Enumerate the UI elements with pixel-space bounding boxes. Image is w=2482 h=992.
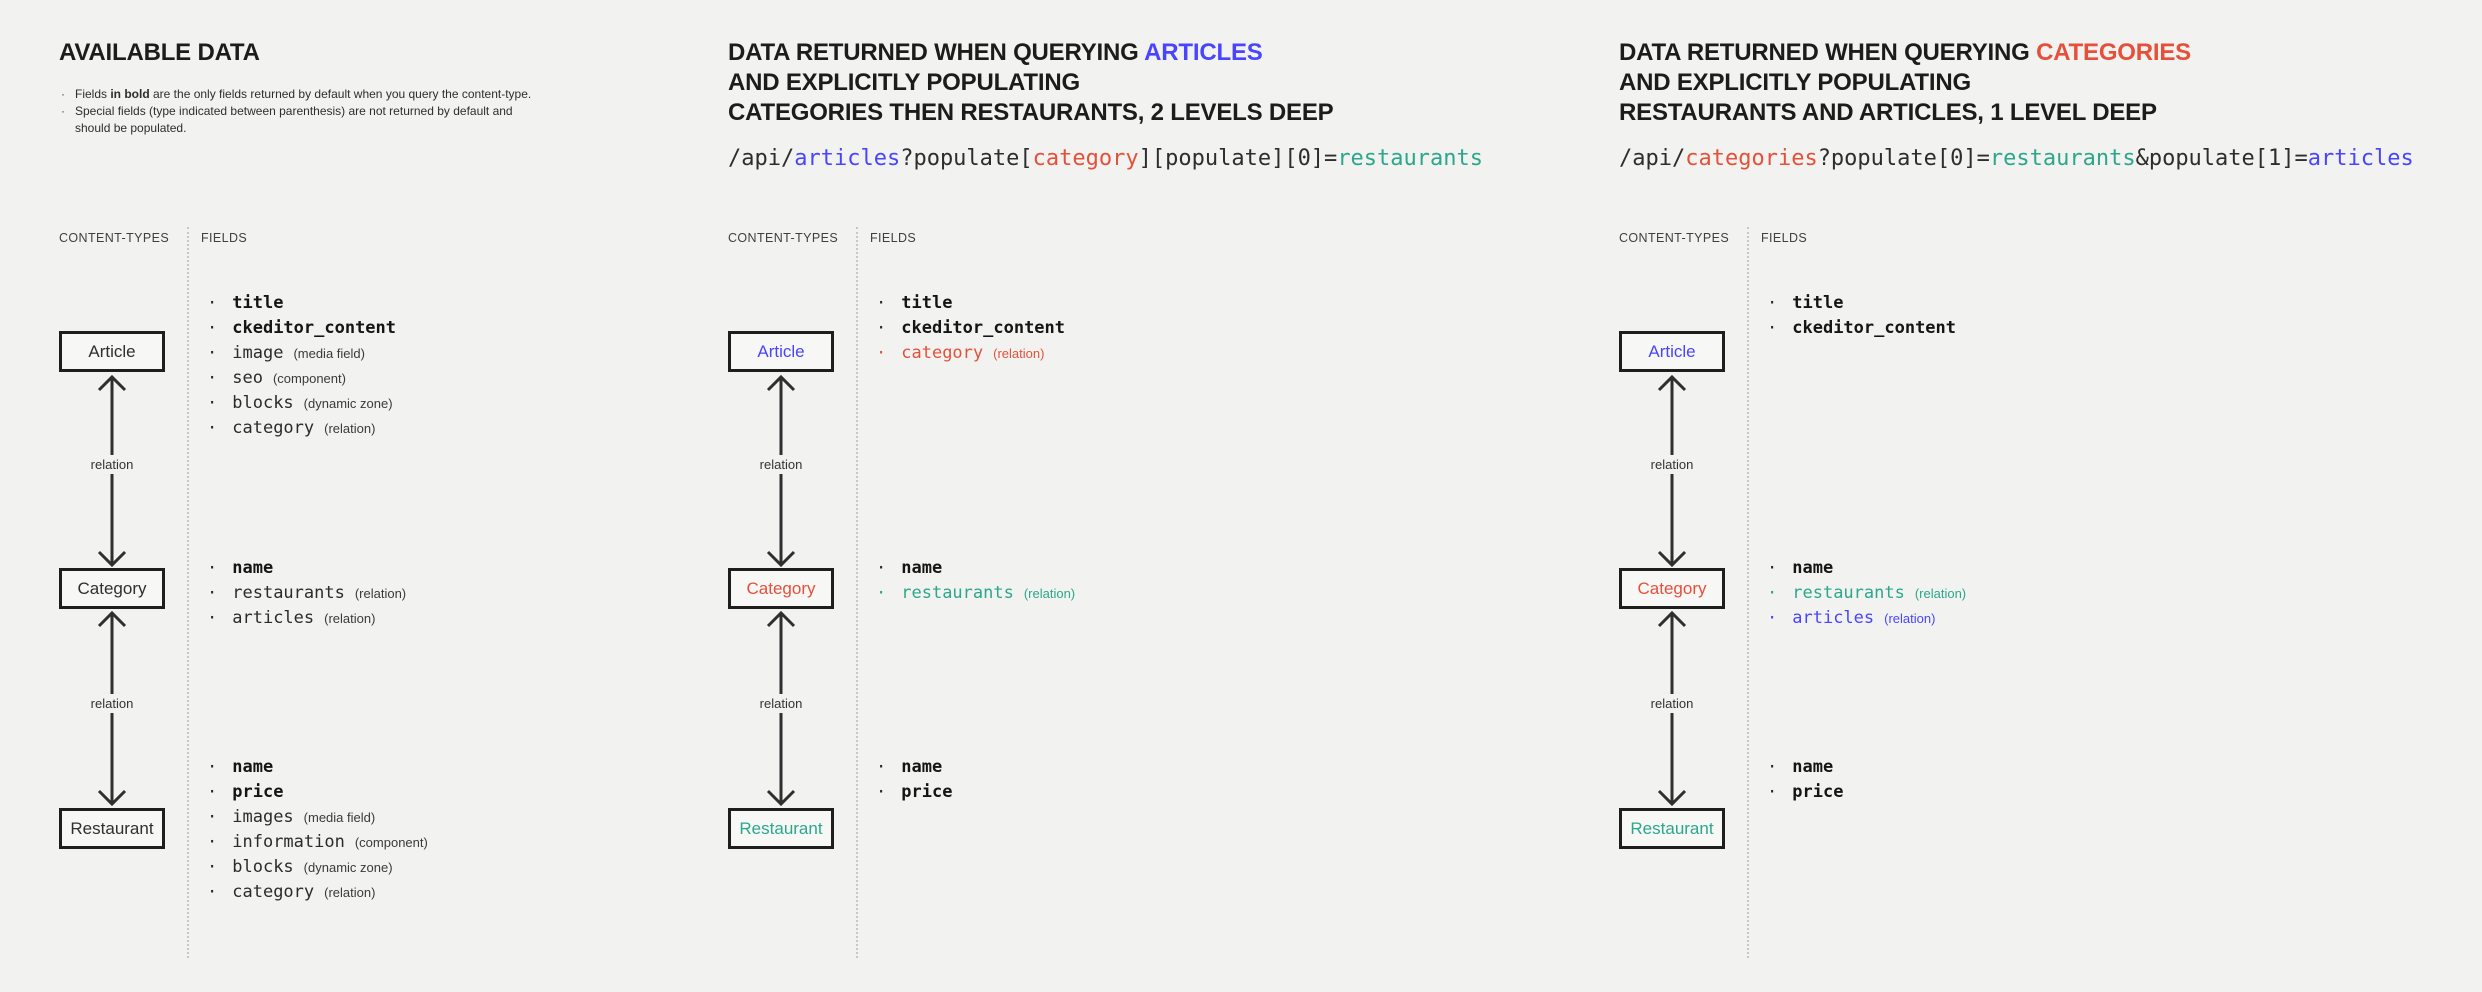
content-types-column-label: CONTENT-TYPES (1619, 231, 1730, 245)
panel-querying-categories: DATA RETURNED WHEN QUERYING CATEGORIES A… (1619, 0, 2414, 992)
field-item: name (1767, 755, 1853, 780)
field-item: name (207, 755, 428, 780)
category-fields-list: name restaurants(relation) articles(rela… (1767, 556, 1966, 631)
restaurant-fields-list: name price images(media field) informati… (207, 755, 428, 905)
notes-list: · Fields in bold are the only fields ret… (61, 86, 547, 137)
article-box-label: Article (757, 341, 805, 361)
field-item: price (207, 780, 428, 805)
bullet-icon: · (61, 104, 65, 118)
relation-label: relation (753, 694, 809, 713)
field-item: blocks(dynamic zone) (207, 391, 406, 416)
relation-label: relation (1644, 455, 1700, 474)
field-item: name (1767, 556, 1966, 581)
api-query-path: /api/categories?populate[0]=restaurants&… (1619, 146, 2414, 171)
api-query-path: /api/articles?populate[category][populat… (728, 146, 1484, 171)
panel-title: DATA RETURNED WHEN QUERYING ARTICLES AND… (728, 38, 1334, 128)
restaurant-fields-list: name price (1767, 755, 1853, 805)
field-item: restaurants(relation) (1767, 581, 1966, 606)
relation-label: relation (84, 455, 140, 474)
field-item: ckeditor_content (207, 316, 406, 341)
dotted-separator (1747, 227, 1749, 958)
field-item: images(media field) (207, 805, 428, 830)
article-box-label: Article (1648, 341, 1696, 361)
article-fields-list: title ckeditor_content image(media field… (207, 291, 406, 441)
note-item: · Special fields (type indicated between… (61, 103, 547, 137)
category-box: Category (59, 568, 165, 609)
panel-available-data: AVAILABLE DATA · Fields in bold are the … (59, 0, 759, 992)
article-fields-list: title ckeditor_content category(relation… (876, 291, 1075, 366)
field-item: restaurants(relation) (207, 581, 406, 606)
bullet-icon: · (61, 87, 65, 101)
restaurant-box-label: Restaurant (70, 818, 154, 838)
field-item: image(media field) (207, 341, 406, 366)
field-item: restaurants(relation) (876, 581, 1075, 606)
panel-title: DATA RETURNED WHEN QUERYING CATEGORIES A… (1619, 38, 2191, 128)
field-item: information(component) (207, 830, 428, 855)
category-fields-list: name restaurants(relation) articles(rela… (207, 556, 406, 631)
field-item: articles(relation) (1767, 606, 1966, 631)
field-item: blocks(dynamic zone) (207, 855, 428, 880)
article-box: Article (1619, 331, 1725, 372)
page-title: AVAILABLE DATA (59, 39, 260, 66)
title-line-1: DATA RETURNED WHEN QUERYING ARTICLES (728, 39, 1263, 66)
article-fields-list: title ckeditor_content (1767, 291, 1966, 341)
field-item: category(relation) (207, 416, 406, 441)
title-line-3: RESTAURANTS AND ARTICLES, 1 LEVEL DEEP (1619, 99, 2157, 126)
field-item: category(relation) (876, 341, 1075, 366)
title-line-1: DATA RETURNED WHEN QUERYING CATEGORIES (1619, 39, 2191, 66)
article-box-label: Article (88, 341, 136, 361)
article-box: Article (728, 331, 834, 372)
fields-column-label: FIELDS (201, 231, 248, 245)
fields-column-label: FIELDS (870, 231, 917, 245)
relation-label: relation (753, 455, 809, 474)
field-item: price (876, 780, 962, 805)
restaurant-box-label: Restaurant (739, 818, 823, 838)
category-box: Category (1619, 568, 1725, 609)
note-text: Special fields (type indicated between p… (75, 104, 513, 135)
restaurant-box: Restaurant (728, 808, 834, 849)
dotted-separator (856, 227, 858, 958)
field-item: name (207, 556, 406, 581)
field-item: ckeditor_content (876, 316, 1075, 341)
field-item: price (1767, 780, 1853, 805)
restaurant-box-label: Restaurant (1630, 818, 1714, 838)
title-line-3: CATEGORIES THEN RESTAURANTS, 2 LEVELS DE… (728, 99, 1334, 126)
restaurant-box: Restaurant (59, 808, 165, 849)
field-item: category(relation) (207, 880, 428, 905)
field-item: name (876, 755, 962, 780)
title-highlight: CATEGORIES (2036, 39, 2191, 66)
title-highlight: ARTICLES (1144, 39, 1263, 66)
field-item: title (1767, 291, 1966, 316)
title-line-2: AND EXPLICITLY POPULATING (728, 69, 1080, 96)
field-item: name (876, 556, 1075, 581)
category-box-label: Category (77, 578, 147, 598)
relation-label: relation (1644, 694, 1700, 713)
field-item: title (876, 291, 1075, 316)
category-box-label: Category (746, 578, 816, 598)
article-box: Article (59, 331, 165, 372)
panel-querying-articles: DATA RETURNED WHEN QUERYING ARTICLES AND… (728, 0, 1483, 992)
dotted-separator (187, 227, 189, 958)
restaurant-fields-list: name price (876, 755, 962, 805)
field-item: articles(relation) (207, 606, 406, 631)
field-item: seo(component) (207, 366, 406, 391)
category-box-label: Category (1637, 578, 1707, 598)
fields-column-label: FIELDS (1761, 231, 1808, 245)
note-text: Fields in bold are the only fields retur… (75, 87, 532, 101)
note-item: · Fields in bold are the only fields ret… (61, 86, 547, 103)
title-line-2: AND EXPLICITLY POPULATING (1619, 69, 1971, 96)
field-item: ckeditor_content (1767, 316, 1966, 341)
category-box: Category (728, 568, 834, 609)
category-fields-list: name restaurants(relation) (876, 556, 1075, 606)
content-types-column-label: CONTENT-TYPES (728, 231, 839, 245)
content-types-column-label: CONTENT-TYPES (59, 231, 170, 245)
relation-label: relation (84, 694, 140, 713)
restaurant-box: Restaurant (1619, 808, 1725, 849)
field-item: title (207, 291, 406, 316)
